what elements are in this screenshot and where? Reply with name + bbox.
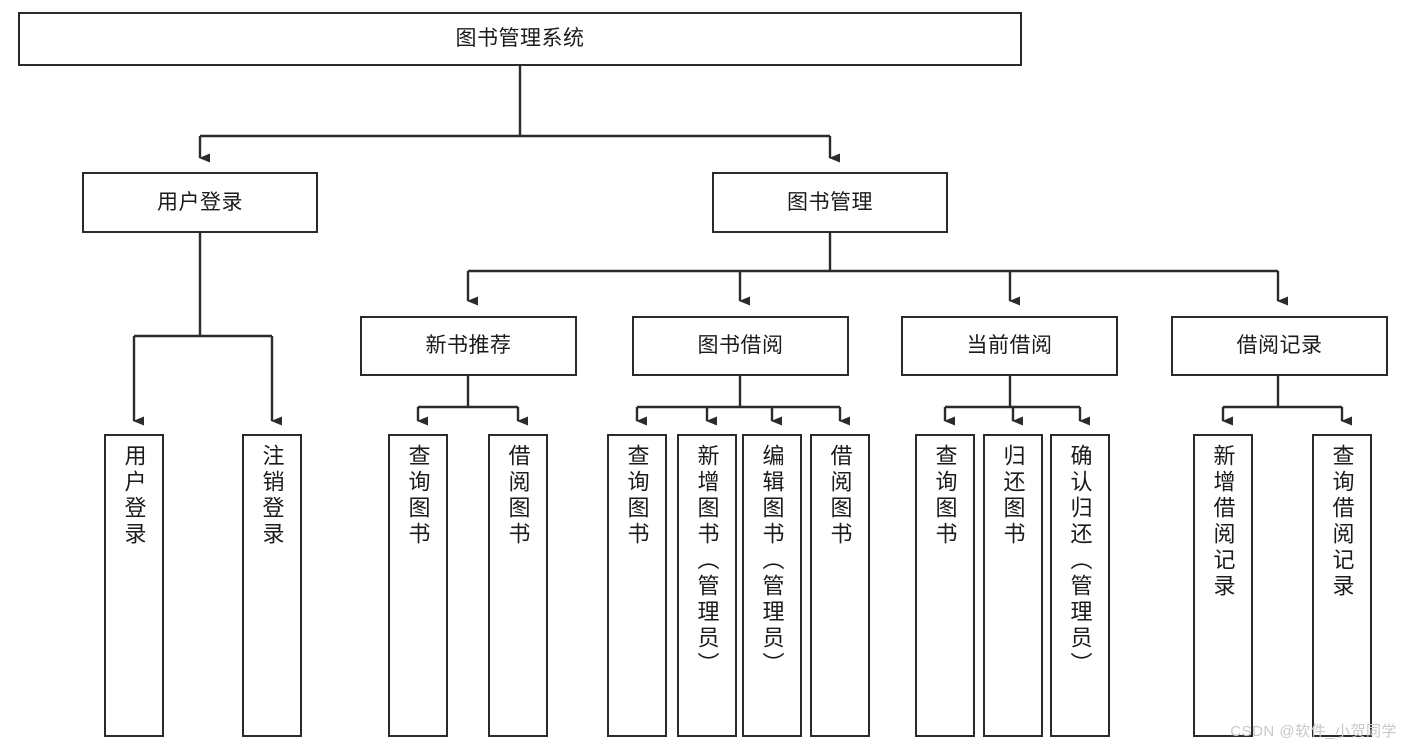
leaf-current-query-book[interactable]: 查询图书 xyxy=(915,434,975,737)
leaf-current-return-book[interactable]: 归还图书 xyxy=(983,434,1043,737)
node-label: 用户登录 xyxy=(121,444,147,548)
leaf-borrow-query-book[interactable]: 查询图书 xyxy=(607,434,667,737)
node-label: 注销登录 xyxy=(259,444,285,548)
node-label: 借阅图书 xyxy=(505,444,531,548)
node-new-book-recommend[interactable]: 新书推荐 xyxy=(360,316,577,376)
node-label: 当前借阅 xyxy=(966,334,1053,358)
leaf-current-confirm-return-admin[interactable]: 确认归还（管理员） xyxy=(1050,434,1110,737)
leaf-recommend-query-book[interactable]: 查询图书 xyxy=(388,434,448,737)
leaf-user-login-login[interactable]: 用户登录 xyxy=(104,434,164,737)
node-label: 查询图书 xyxy=(932,444,958,548)
leaf-borrow-add-book-admin[interactable]: 新增图书（管理员） xyxy=(677,434,737,737)
node-current-borrow[interactable]: 当前借阅 xyxy=(901,316,1118,376)
node-label: 借阅记录 xyxy=(1236,334,1323,358)
node-label: 新书推荐 xyxy=(425,334,512,358)
node-label: 图书管理系统 xyxy=(455,27,585,51)
node-book-management[interactable]: 图书管理 xyxy=(712,172,948,233)
node-label: 查询图书 xyxy=(624,444,650,548)
leaf-record-add-record[interactable]: 新增借阅记录 xyxy=(1193,434,1253,737)
node-label: 用户登录 xyxy=(157,190,243,214)
node-borrow-record[interactable]: 借阅记录 xyxy=(1171,316,1388,376)
node-label: 编辑图书（管理员） xyxy=(759,444,785,678)
leaf-borrow-edit-book-admin[interactable]: 编辑图书（管理员） xyxy=(742,434,802,737)
leaf-recommend-borrow-book[interactable]: 借阅图书 xyxy=(488,434,548,737)
node-label: 图书管理 xyxy=(787,190,873,214)
node-label: 查询图书 xyxy=(405,444,431,548)
leaf-user-login-logout[interactable]: 注销登录 xyxy=(242,434,302,737)
node-label: 查询借阅记录 xyxy=(1329,444,1355,600)
node-user-login[interactable]: 用户登录 xyxy=(82,172,318,233)
node-label: 借阅图书 xyxy=(827,444,853,548)
watermark: CSDN @软件_小贺同学 xyxy=(1230,723,1397,740)
node-label: 新增图书（管理员） xyxy=(694,444,720,678)
node-label: 归还图书 xyxy=(1000,444,1026,548)
node-book-borrow[interactable]: 图书借阅 xyxy=(632,316,849,376)
leaf-borrow-borrow-book[interactable]: 借阅图书 xyxy=(810,434,870,737)
node-label: 图书借阅 xyxy=(697,334,784,358)
node-root[interactable]: 图书管理系统 xyxy=(18,12,1022,66)
leaf-record-query-record[interactable]: 查询借阅记录 xyxy=(1312,434,1372,737)
node-label: 确认归还（管理员） xyxy=(1067,444,1093,678)
node-label: 新增借阅记录 xyxy=(1210,444,1236,600)
